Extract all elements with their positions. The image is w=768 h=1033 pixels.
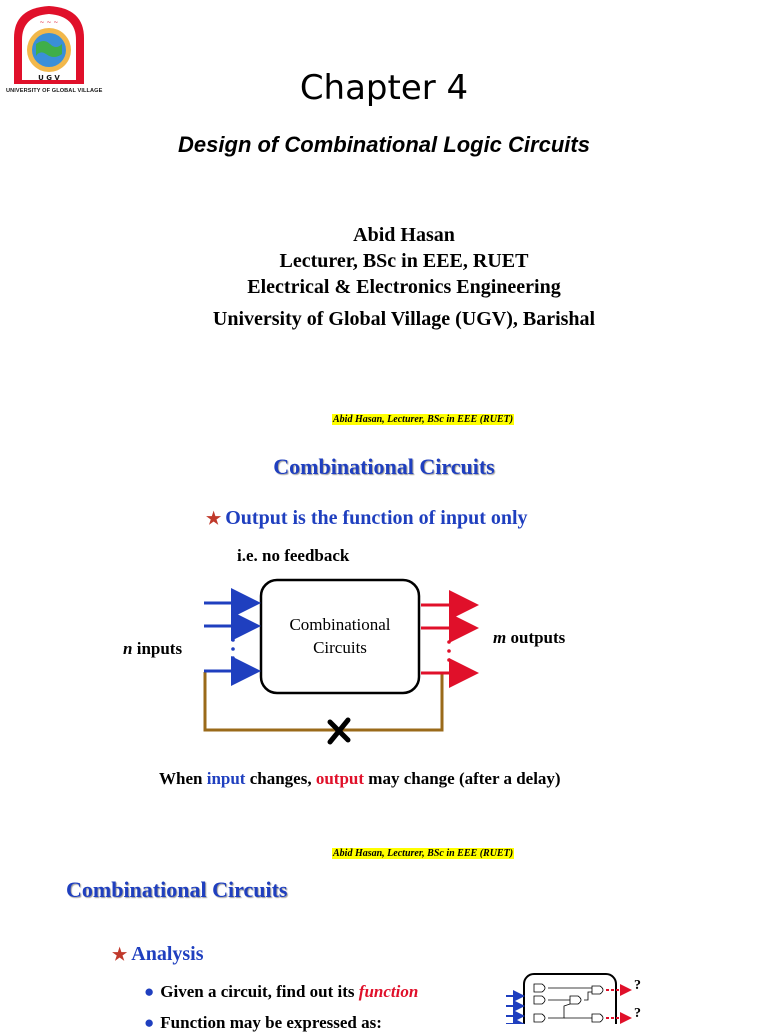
logo-label: UNIVERSITY OF GLOBAL VILLAGE: [6, 88, 103, 94]
svg-text:U G V: U G V: [38, 74, 60, 82]
sentence-output-word: output: [315, 769, 365, 788]
ugv-emblem-icon: ~ ~ ~ U G V: [14, 6, 84, 84]
output-question-mark: ?: [634, 978, 641, 993]
slide3-bullet-text: Analysis: [131, 943, 204, 965]
chapter-subtitle: Design of Combinational Logic Circuits: [178, 132, 590, 157]
logic-gate-icon: [591, 1013, 604, 1023]
footer-note: Abid Hasan, Lecturer, BSc in EEE (RUET): [332, 414, 515, 425]
chapter-title: Chapter 4: [299, 68, 469, 108]
sentence-part: may change (after a delay): [364, 769, 561, 788]
box-label-line2: Circuits: [313, 638, 367, 657]
author-department: Electrical & Electronics Engineering: [247, 276, 561, 298]
logic-gate-icon: [533, 995, 546, 1005]
star-icon: ★: [112, 945, 128, 964]
sub2-text: Function may be expressed as:: [160, 1013, 382, 1032]
outputs-variable: m: [493, 628, 507, 647]
slide3-sub1: ● Given a circuit, find out its function: [144, 982, 418, 1002]
inputs-variable: n: [123, 639, 133, 658]
slide3-heading: Combinational Circuits: [66, 877, 288, 902]
input-ellipsis: [231, 656, 235, 660]
slide3-sub2: ● Function may be expressed as:: [144, 1013, 382, 1033]
logic-gate-icon: [533, 1013, 546, 1023]
box-label-line1: Combinational: [289, 615, 391, 634]
author-university: University of Global Village (UGV), Bari…: [212, 308, 596, 330]
inputs-word: inputs: [132, 639, 183, 658]
output-ellipsis: [447, 640, 451, 644]
slide3-bullet: ★Analysis: [112, 943, 204, 966]
outputs-word: outputs: [506, 628, 566, 647]
logic-gate-icon: [533, 983, 546, 993]
output-question-mark: ?: [634, 1006, 641, 1021]
star-icon: ★: [206, 509, 222, 528]
combinational-diagram: [203, 578, 479, 745]
input-ellipsis: [231, 647, 235, 651]
slide2-sentence: When input changes, output may change (a…: [159, 769, 561, 789]
sentence-part: When: [159, 769, 207, 788]
sentence-part: changes,: [245, 769, 316, 788]
university-logo: ~ ~ ~ U G V UNIVERSITY OF GLOBAL VILLAGE: [6, 4, 103, 96]
inputs-label: n inputs: [123, 639, 182, 659]
slide2-note: i.e. no feedback: [237, 546, 350, 565]
output-ellipsis: [447, 658, 451, 662]
sub1-emphasis: function: [358, 982, 419, 1001]
circuit-box: [259, 578, 421, 695]
slide2-heading: Combinational Circuits: [273, 454, 495, 479]
author-position: Lecturer, BSc in EEE, RUET: [279, 250, 529, 272]
no-feedback-cross-icon: [327, 717, 351, 745]
logic-gate-icon: [569, 995, 582, 1005]
slide2-bullet: ★Output is the function of input only: [206, 507, 528, 530]
input-ellipsis: [231, 638, 235, 642]
footer-note-2: Abid Hasan, Lecturer, BSc in EEE (RUET): [332, 848, 515, 859]
svg-text:~ ~ ~: ~ ~ ~: [40, 19, 59, 26]
feedback-line: [203, 672, 444, 732]
sub1-text: Given a circuit, find out its: [160, 982, 359, 1001]
logic-gate-icon: [591, 985, 604, 995]
output-ellipsis: [447, 649, 451, 653]
bullet-dot-icon: ●: [144, 982, 155, 1001]
slide2-bullet-text: Output is the function of input only: [225, 507, 528, 529]
circuit-illustration: [506, 973, 632, 1024]
bullet-dot-icon: ●: [144, 1013, 155, 1032]
outputs-label: m outputs: [493, 628, 565, 648]
author-name: Abid Hasan: [353, 224, 455, 246]
sentence-input-word: input: [206, 769, 246, 788]
